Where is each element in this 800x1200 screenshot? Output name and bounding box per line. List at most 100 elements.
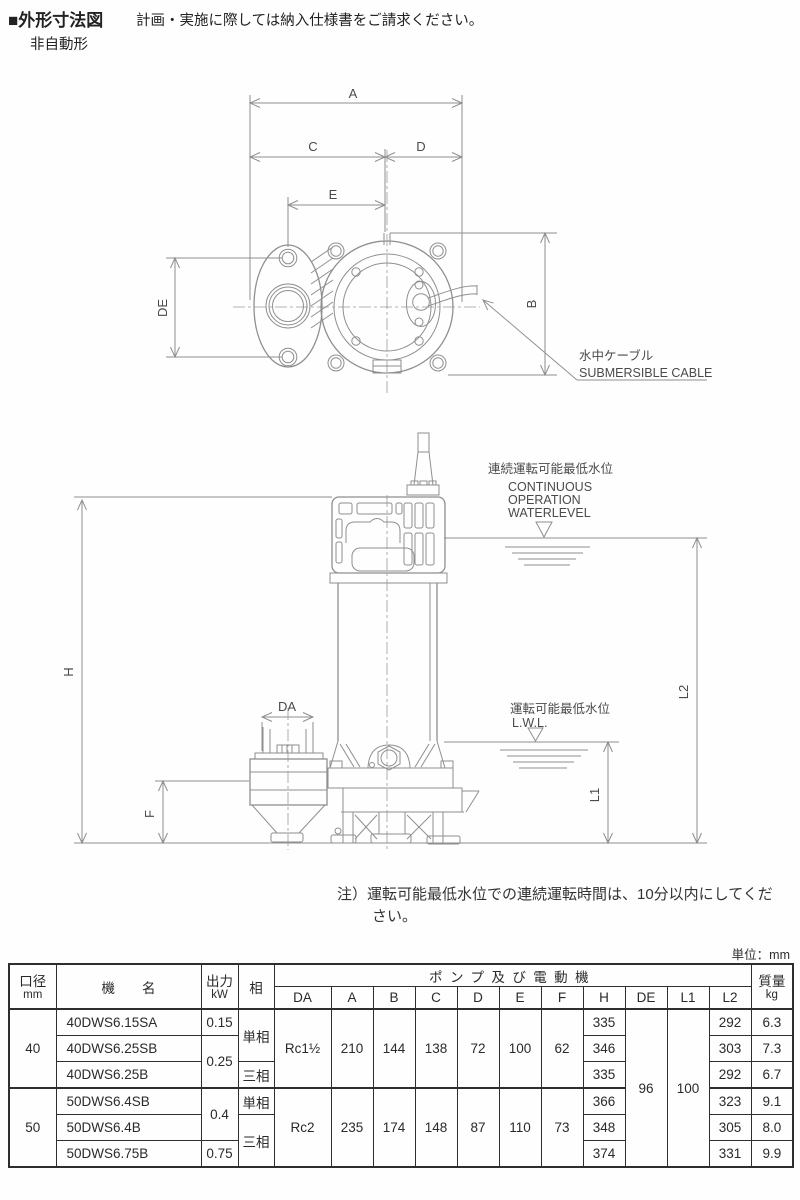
cell-d: 87 <box>456 1087 500 1168</box>
cable-label-jp: 水中ケーブル <box>579 348 653 363</box>
col-header-e: E <box>498 986 542 1010</box>
cell-phase: 三相 <box>237 1061 275 1089</box>
cell-l2: 331 <box>708 1140 752 1168</box>
col-header-c: C <box>414 986 458 1010</box>
col-header-mass-unit: kg <box>765 988 778 1001</box>
cell-c: 148 <box>414 1087 458 1168</box>
cell-mass: 6.3 <box>750 1008 794 1036</box>
variant-label: 非自動形 <box>30 37 88 53</box>
page-title: ■外形寸法図 <box>8 11 104 30</box>
col-header-l1: L1 <box>666 986 710 1010</box>
plan-view-drawing: A C D E DE B <box>155 86 712 393</box>
cell-da: Rc2 <box>273 1087 332 1168</box>
dim-label-b: B <box>524 300 539 309</box>
col-header-l2: L2 <box>708 986 752 1010</box>
cell-b: 174 <box>372 1087 416 1168</box>
cell-h: 374 <box>582 1140 626 1168</box>
cell-h: 335 <box>582 1008 626 1036</box>
cwl-label-jp: 連続運転可能最低水位 <box>488 461 613 476</box>
col-header-power-label: 出力 <box>206 973 233 989</box>
note-line1: 注）運転可能最低水位での連続運転時間は、10分以内にしてくだ <box>337 886 773 903</box>
col-header-b: B <box>372 986 416 1010</box>
strainer-legs <box>330 811 464 845</box>
dim-label-h: H <box>61 667 76 676</box>
cell-model: 50DWS6.4B <box>55 1114 202 1141</box>
col-header-group-pump-motor: ポンプ及び電動機 <box>273 963 752 987</box>
cell-phase: 三相 <box>237 1114 275 1168</box>
note-line2: さい。 <box>372 908 418 925</box>
lwl-label-en: L.W.L. <box>512 716 547 730</box>
col-header-phase: 相 <box>237 963 275 1010</box>
cell-power: 0.15 <box>200 1008 239 1036</box>
cell-power: 0.25 <box>200 1035 239 1089</box>
cell-phase: 単相 <box>237 1008 275 1062</box>
col-header-d: D <box>456 986 500 1010</box>
cell-model: 40DWS6.25B <box>55 1061 202 1089</box>
page-subtitle: 計画・実施に際しては納入仕様書をご請求ください。 <box>136 13 484 29</box>
cell-f: 73 <box>540 1087 584 1168</box>
cell-e: 110 <box>498 1087 542 1168</box>
cable-callout: 水中ケーブル SUBMERSIBLE CABLE <box>482 299 712 381</box>
pump-plan-body <box>233 150 480 393</box>
neck-hatching <box>310 246 334 329</box>
dim-label-l2: L2 <box>676 685 691 699</box>
cwl-label-en1: CONTINUOUS <box>508 480 592 494</box>
side-view-drawing: H F DA L1 L2 連続運転可能最低水位 CONTINUOUS OPERA… <box>61 432 707 852</box>
dim-label-d: D <box>416 139 425 154</box>
dim-label-da: DA <box>278 699 296 714</box>
cwl-label-en2: OPERATION <box>508 493 581 507</box>
cell-bore-50: 50 <box>8 1087 57 1168</box>
side-dimension-lines: H F DA L1 L2 <box>61 496 707 845</box>
pump-side-body <box>249 432 480 852</box>
col-header-mass: 質量 kg <box>750 963 794 1010</box>
cell-l2: 292 <box>708 1008 752 1036</box>
dim-label-c: C <box>308 139 317 154</box>
cell-a: 235 <box>330 1087 374 1168</box>
table-row: 40DWS6.25SB 0.25 346 303 7.3 <box>9 1035 794 1089</box>
plan-dimension-lines: A C D E DE B <box>155 86 557 377</box>
cell-mass: 7.3 <box>750 1035 794 1062</box>
cell-h: 335 <box>582 1061 626 1089</box>
cell-phase: 単相 <box>237 1087 275 1115</box>
col-header-h: H <box>582 986 626 1010</box>
cell-l1: 100 <box>666 1008 710 1168</box>
cell-model: 40DWS6.25SB <box>55 1035 202 1062</box>
cell-power: 0.75 <box>200 1140 239 1168</box>
col-header-da: DA <box>273 986 332 1010</box>
cell-model: 50DWS6.4SB <box>55 1087 202 1115</box>
table-row: 50DWS6.75B 0.75 374 331 9.9 <box>9 1140 794 1168</box>
col-header-a: A <box>330 986 374 1010</box>
dim-label-de: DE <box>155 299 170 317</box>
col-header-power-unit: kW <box>211 988 228 1001</box>
cell-c: 138 <box>414 1008 458 1089</box>
table-row: 50DWS6.4B 三相 348 305 8.0 <box>9 1114 794 1168</box>
water-level-continuous: 連続運転可能最低水位 CONTINUOUS OPERATION WATERLEV… <box>444 461 707 566</box>
cell-l2: 323 <box>708 1087 752 1115</box>
dim-label-l1: L1 <box>587 788 602 802</box>
unit-label: 単位：mm <box>731 948 790 962</box>
dim-label-a: A <box>349 86 358 101</box>
dim-label-f: F <box>142 810 157 818</box>
col-header-bore: 口径 mm <box>8 963 57 1010</box>
suction-flange <box>253 244 323 368</box>
cell-f: 62 <box>540 1008 584 1089</box>
cell-da: Rc1½ <box>273 1008 332 1089</box>
lwl-label-jp: 運転可能最低水位 <box>510 701 610 716</box>
cell-model: 40DWS6.15SA <box>55 1008 202 1036</box>
cell-bore-40: 40 <box>8 1008 57 1089</box>
cell-l2: 303 <box>708 1035 752 1062</box>
cell-h: 348 <box>582 1114 626 1141</box>
cell-a: 210 <box>330 1008 374 1089</box>
col-header-bore-label: 口径 <box>19 973 47 989</box>
cell-e: 100 <box>498 1008 542 1089</box>
col-header-bore-unit: mm <box>23 988 43 1001</box>
water-level-lwl: 運転可能最低水位 L.W.L. <box>444 701 619 769</box>
cable-gland <box>406 280 478 327</box>
cell-mass: 9.9 <box>750 1140 794 1168</box>
table-row: 40 40DWS6.15SA 0.15 単相 Rc1½ 210 144 138 … <box>8 1008 794 1168</box>
cell-power: 0.4 <box>200 1087 239 1141</box>
cell-mass: 9.1 <box>750 1087 794 1115</box>
col-header-model: 機 名 <box>55 963 202 1010</box>
cell-l2: 292 <box>708 1061 752 1089</box>
note-block: 注）運転可能最低水位での連続運転時間は、10分以内にしてくだ さい。 <box>337 884 773 928</box>
